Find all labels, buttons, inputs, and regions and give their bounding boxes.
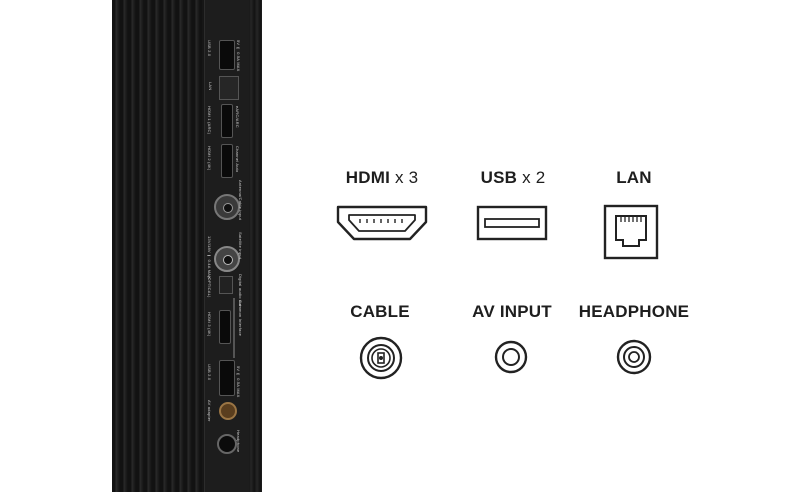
io-port-panel: USB 2.0 5V ⎓ 0.5A MAX LAN HDMI 1 (ARC) e…: [204, 0, 249, 492]
hdmi-label: HDMI x 3: [302, 168, 462, 188]
hdmi-port-icon: [336, 205, 428, 241]
antenna-coax-pin: [223, 203, 233, 213]
hdmi-port-1: [221, 104, 233, 138]
cable-label: CABLE: [300, 302, 460, 322]
usb-label-count: x 2: [522, 168, 546, 187]
headphone-label: HEADPHONE: [554, 302, 714, 322]
satellite-coax-pin: [223, 255, 233, 265]
usb-label-text: USB: [480, 168, 518, 187]
usb-port-icon: [476, 205, 548, 241]
usb-port-2-spec: 5V ⎓ 0.5A MAX: [236, 366, 241, 398]
optical-sublabel: (OPTICAL): [207, 276, 212, 298]
lan-port: [219, 76, 239, 100]
hdmi-port-1-sublabel: eARC/ARC: [235, 106, 240, 128]
usb-port-1-spec: 5V ⎓ 0.5A MAX: [236, 40, 241, 72]
headphone-jack-label: Headphone: [236, 430, 241, 453]
av-input-port-icon: [494, 340, 528, 374]
common-interface-label: Common Interface: [238, 300, 243, 337]
usb-port-1: [219, 40, 235, 70]
usb-label: USB x 2: [433, 168, 593, 188]
hdmi-port-2-sublabel: Channel Auto: [235, 146, 240, 173]
hdmi-port-3: [219, 310, 231, 344]
av-input-label-text: AV INPUT: [472, 302, 552, 321]
headphone-label-text: HEADPHONE: [578, 302, 690, 321]
optical-port: [219, 276, 233, 294]
av-jack-label: AV adapter: [207, 400, 212, 422]
tv-ribbed-back: [112, 0, 202, 492]
usb-port-2: [219, 360, 235, 396]
tv-side-edge: [248, 0, 262, 492]
av-input-label: AV INPUT: [432, 302, 592, 322]
lan-port-label: LAN: [208, 82, 213, 91]
common-interface-slot: [233, 298, 235, 358]
hdmi-label-count: x 3: [394, 168, 419, 187]
headphone-jack: [217, 434, 237, 454]
av-jack: [219, 402, 237, 420]
hdmi-port-2: [221, 144, 233, 178]
satellite-spec: 13V/18V ⎓ 0.4A MAX: [207, 236, 212, 279]
cable-label-text: CABLE: [350, 302, 410, 321]
lan-label-text: LAN: [616, 168, 652, 187]
headphone-port-icon: [616, 339, 652, 375]
hdmi-port-2-label: HDMI 2 (4K): [207, 146, 212, 171]
hdmi-port-3-label: HDMI 3 (4K): [207, 312, 212, 337]
cable-port-icon: [359, 336, 403, 380]
antenna-coax-port: [214, 194, 240, 220]
lan-label: LAN: [554, 168, 714, 188]
tv-back-panel: USB 2.0 5V ⎓ 0.5A MAX LAN HDMI 1 (ARC) e…: [112, 0, 262, 492]
hdmi-port-1-label: HDMI 1 (ARC): [207, 106, 212, 135]
optical-label: Digital audio out: [238, 274, 243, 307]
hdmi-label-text: HDMI: [345, 168, 391, 187]
lan-port-icon: [603, 204, 659, 260]
antenna-label: Antenna/Cable input: [238, 180, 243, 221]
satellite-label: Satellite input: [238, 232, 243, 260]
usb-port-2-label: USB 2.0: [207, 364, 212, 381]
usb-port-1-label: USB 2.0: [207, 40, 212, 57]
